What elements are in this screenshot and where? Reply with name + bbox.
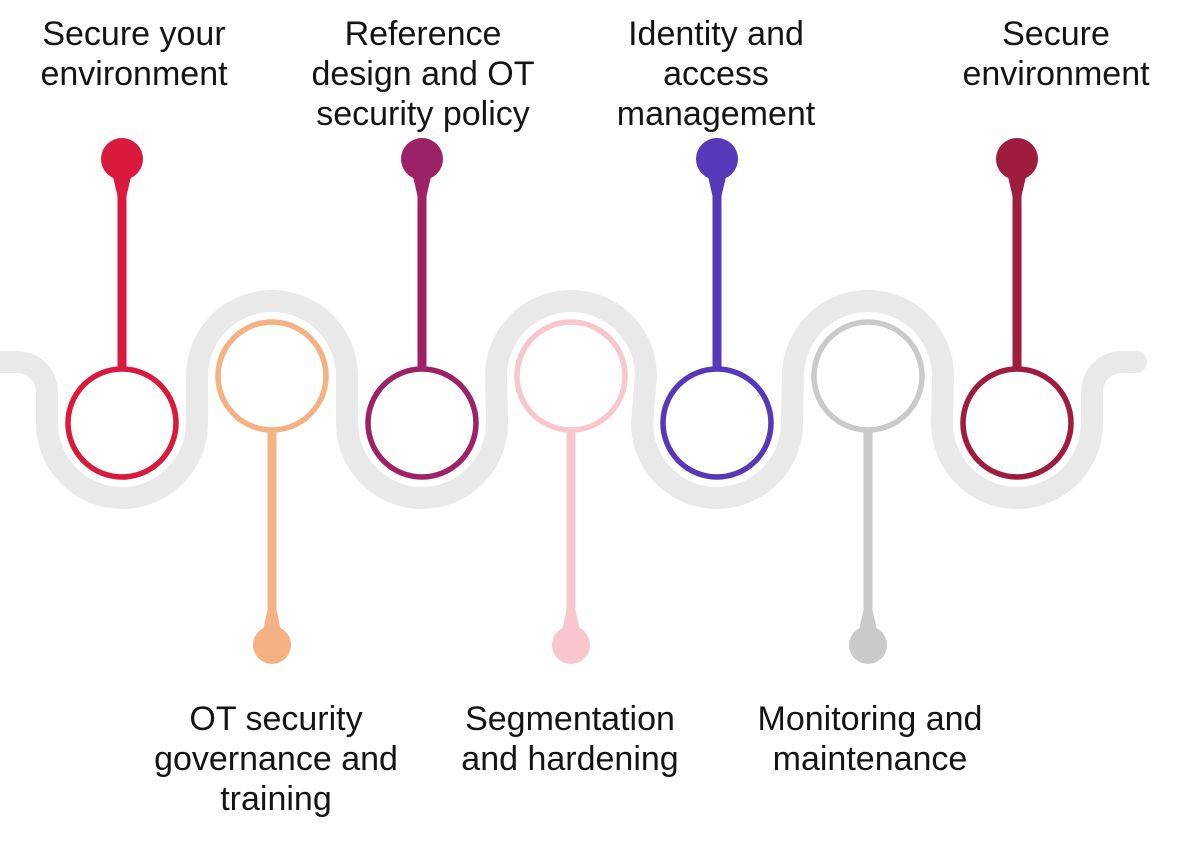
- milestone-label-4: Segmentation and hardening: [461, 700, 679, 778]
- milestone-label-5: Identity and access management: [616, 15, 816, 133]
- milestone-node-1: [65, 366, 179, 480]
- pin-stem: [117, 159, 127, 371]
- milestone-node-4: [514, 319, 628, 433]
- milestone-pin-7: [996, 138, 1038, 371]
- pin-stem: [1012, 159, 1022, 371]
- milestone-node-3: [365, 366, 479, 480]
- pin-head: [253, 626, 291, 664]
- milestone-label-2: OT security governance and training: [154, 700, 398, 818]
- milestone-node-7: [960, 366, 1074, 480]
- milestone-pin-4: [552, 428, 590, 664]
- pin-stem: [417, 159, 427, 371]
- pin-head: [696, 138, 738, 180]
- pin-stem: [267, 428, 277, 645]
- pin-stem: [566, 428, 576, 645]
- milestone-node-5: [660, 366, 774, 480]
- milestone-node-6: [811, 319, 925, 433]
- pin-stem: [863, 428, 873, 645]
- milestone-label-6: Monitoring and maintenance: [757, 700, 983, 778]
- pin-head: [552, 626, 590, 664]
- pin-stem: [712, 159, 722, 371]
- milestone-label-3: Reference design and OT security policy: [311, 15, 535, 133]
- milestone-pin-3: [401, 138, 443, 371]
- pin-head: [101, 138, 143, 180]
- milestone-pin-5: [696, 138, 738, 371]
- milestone-label-7: Secure environment: [962, 15, 1150, 93]
- pin-head: [401, 138, 443, 180]
- milestone-pin-1: [101, 138, 143, 371]
- milestone-pin-2: [253, 428, 291, 664]
- milestone-node-2: [215, 319, 329, 433]
- pin-head: [849, 626, 887, 664]
- serpentine-track: [0, 290, 1147, 509]
- milestone-label-1: Secure your environment: [40, 15, 228, 93]
- milestone-pin-6: [849, 428, 887, 664]
- pin-head: [996, 138, 1038, 180]
